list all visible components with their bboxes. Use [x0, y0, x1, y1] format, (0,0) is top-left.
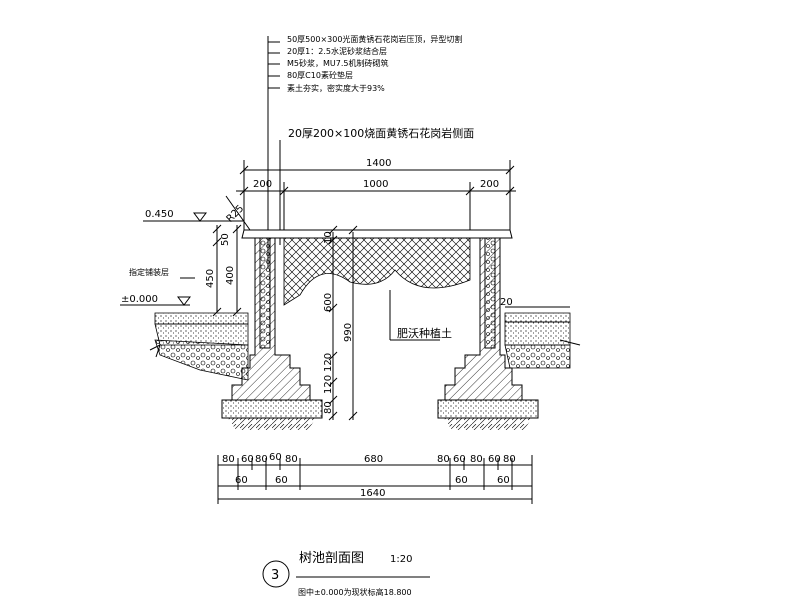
- dim-b1-r4: 80: [503, 454, 516, 465]
- dim-b1-r2: 80: [470, 454, 483, 465]
- dim-b1-r1: 60: [453, 454, 466, 465]
- dim-cap-left: 50: [220, 233, 231, 246]
- dim-b2-l1: 60: [275, 475, 288, 486]
- dim-b1-l2: 80: [255, 454, 268, 465]
- right-wall: [437, 237, 539, 430]
- coping-stone: [241, 229, 513, 239]
- top-dimension-lines: [236, 160, 516, 230]
- planting-soil: [283, 237, 471, 306]
- layer-note-3: M5砂浆，MU7.5机制砖砌筑: [287, 58, 388, 68]
- dim-400: 400: [225, 266, 236, 285]
- dim-step2: 120: [323, 375, 334, 394]
- level-top: 0.450: [145, 209, 174, 220]
- right-paving: [504, 306, 581, 369]
- dim-step1: 120: [323, 353, 334, 372]
- left-paving: [149, 312, 249, 381]
- dim-bottom-overall: 1640: [360, 488, 385, 499]
- dim-right-20: 20: [500, 297, 513, 308]
- dim-b1-l4: 80: [285, 454, 298, 465]
- bottom-dimension-lines: [217, 455, 533, 504]
- dim-600: 600: [323, 293, 334, 312]
- dim-b1-l0: 80: [222, 454, 235, 465]
- title-number-circle: [262, 560, 290, 588]
- radius-label: R25: [225, 203, 247, 225]
- dim-middle-top: 1000: [363, 179, 388, 190]
- dim-b2-r1: 60: [497, 475, 510, 486]
- radius-leader: [225, 195, 251, 231]
- dim-b2-r0: 60: [455, 475, 468, 486]
- dim-left-top: 200: [253, 179, 272, 190]
- layer-note-4: 80厚C10素砼垫层: [287, 70, 353, 80]
- paving-note: 指定铺装层: [129, 267, 169, 277]
- dim-b1-l3: 60: [269, 452, 282, 463]
- dim-right-top: 200: [480, 179, 499, 190]
- left-level-marks: [120, 212, 244, 317]
- layer-notes: 50厚500×300光面黄锈石花岗岩压顶，异型切割 20厚1：2.5水泥砂浆结合…: [287, 34, 462, 93]
- layer-note-5: 素土夯实，密实度大于93%: [287, 83, 385, 93]
- dim-b1-r0: 80: [437, 454, 450, 465]
- title-note: 图中±0.000为现状标高18.800: [298, 587, 412, 597]
- dim-b1-r3: 60: [488, 454, 501, 465]
- dim-b1-mid: 680: [364, 454, 383, 465]
- edge-note: 20厚200×100烧面黄锈石花岗岩侧面: [288, 126, 474, 140]
- dim-b2-l0: 60: [235, 475, 248, 486]
- dim-b1-l1: 60: [241, 454, 254, 465]
- dim-450: 450: [205, 269, 216, 288]
- soil-label: 肥沃种植土: [397, 326, 452, 340]
- dim-cap-inner: 10: [323, 231, 334, 244]
- dim-overall-top: 1400: [366, 158, 391, 169]
- dim-990: 990: [343, 323, 354, 342]
- layer-note-2: 20厚1：2.5水泥砂浆结合层: [287, 46, 387, 56]
- layer-notes-leader: [267, 36, 280, 268]
- left-wall: [221, 237, 323, 430]
- inner-dimension-lines: [328, 225, 358, 421]
- title-number: 3: [271, 568, 279, 583]
- title-name: 树池剖面图: [299, 551, 364, 566]
- level-ground: ±0.000: [121, 294, 158, 305]
- title-scale: 1:20: [390, 554, 412, 565]
- layer-note-1: 50厚500×300光面黄锈石花岗岩压顶，异型切割: [287, 34, 462, 44]
- dim-base: 80: [323, 401, 334, 414]
